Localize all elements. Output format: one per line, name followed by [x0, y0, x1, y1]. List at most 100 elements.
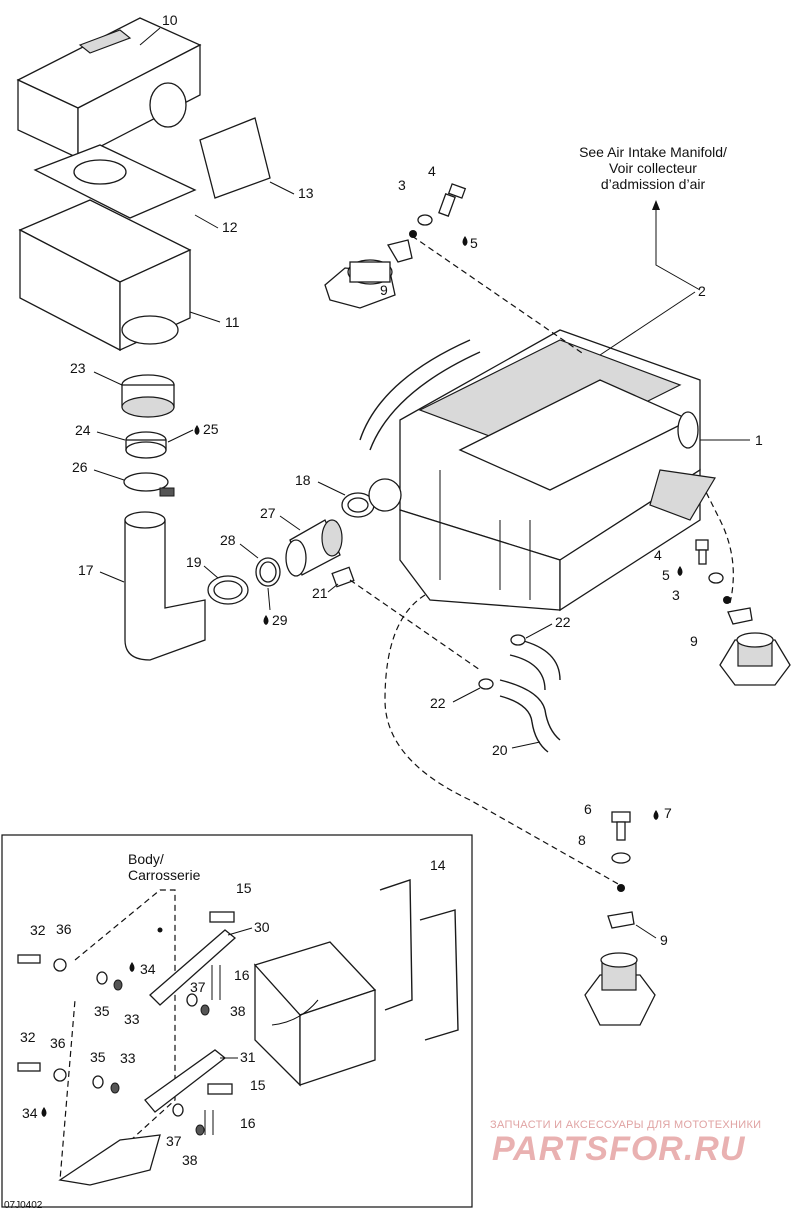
callout-34b: 34 [22, 1105, 38, 1121]
mount-clip-9a [386, 239, 413, 263]
screws-32 [17, 954, 41, 1072]
drop-icon-25 [194, 425, 200, 435]
inset-frame [1, 834, 473, 1208]
drawing-code: 07J0402 [4, 1200, 43, 1211]
studs-16b [204, 1110, 214, 1135]
intake-adapter [121, 374, 175, 418]
routing-line-upper [411, 235, 586, 356]
bracket-30 [149, 929, 237, 1006]
callout-24: 24 [75, 422, 91, 438]
callout-36b: 36 [50, 1035, 66, 1051]
air-silencer-flap [199, 117, 271, 199]
callout-15b: 15 [250, 1077, 266, 1093]
body-note: Body/ Carrosserie [128, 851, 201, 883]
engine-mount-front [584, 952, 656, 1026]
callout-23: 23 [70, 360, 86, 376]
callout-20: 20 [492, 742, 508, 758]
callout-36a: 36 [56, 921, 72, 937]
mount-bolt-4b [695, 539, 709, 565]
callout-19: 19 [186, 554, 202, 570]
engine-mount-upper [324, 259, 396, 309]
callout-25: 25 [203, 421, 219, 437]
hose-20 [499, 639, 561, 753]
callout-29: 29 [272, 612, 288, 628]
mount-clip-9c [607, 911, 635, 929]
intake-ring [125, 431, 167, 459]
plate-15b [207, 1083, 233, 1095]
callout-14: 14 [430, 857, 446, 873]
callout-5a: 5 [470, 235, 478, 251]
bracket-31 [144, 1049, 227, 1113]
callout-16b: 16 [240, 1115, 256, 1131]
callout-9b: 9 [690, 633, 698, 649]
callout-35a: 35 [94, 1003, 110, 1019]
callout-33a: 33 [124, 1011, 140, 1027]
callout-10: 10 [162, 12, 178, 28]
callout-35b: 35 [90, 1049, 106, 1065]
watermark-brand: PARTSFOR.RU [492, 1130, 746, 1168]
callout-labels: 1 2 3 3 4 4 5 5 6 7 8 9 9 9 10 11 12 13 … [20, 12, 763, 1168]
callout-31: 31 [240, 1049, 256, 1065]
callout-32b: 32 [20, 1029, 36, 1045]
mount-clip-9b [727, 607, 753, 625]
callout-4b: 4 [654, 547, 662, 563]
body-panel [58, 889, 176, 1186]
routing-line-rear [704, 489, 734, 604]
mount-washer-3a [417, 214, 433, 226]
callout-9a: 9 [380, 282, 388, 298]
callout-13: 13 [298, 185, 314, 201]
clamp-22b [478, 678, 494, 690]
callout-6: 6 [584, 801, 592, 817]
callout-37b: 37 [166, 1133, 182, 1149]
body-note-line-1: Body/ [128, 851, 164, 867]
air-intake-note-line-1: See Air Intake Manifold/ [579, 144, 727, 160]
body-note-line-2: Carrosserie [128, 867, 201, 883]
air-silencer-gasket [33, 144, 197, 219]
plate-15a [209, 911, 235, 923]
coupling-27 [285, 519, 343, 577]
intake-clamp [123, 472, 175, 497]
callout-15a: 15 [236, 880, 252, 896]
studs-16a [211, 965, 221, 1000]
callout-18: 18 [295, 472, 311, 488]
nuts-38 [195, 1004, 210, 1136]
intake-hose [124, 511, 206, 661]
callout-9c: 9 [660, 932, 668, 948]
air-intake-note: See Air Intake Manifold/ Voir collecteur… [579, 144, 727, 192]
routing-line-mount [384, 594, 621, 886]
mount-bolt-4a [438, 183, 467, 217]
callout-33b: 33 [120, 1050, 136, 1066]
strap-14b [419, 909, 459, 1041]
callout-3b: 3 [672, 587, 680, 603]
callout-30: 30 [254, 919, 270, 935]
callout-28: 28 [220, 532, 236, 548]
callout-4a: 4 [428, 163, 436, 179]
callout-22a: 22 [555, 614, 571, 630]
callout-16a: 16 [234, 967, 250, 983]
callout-8: 8 [578, 832, 586, 848]
watermark-tagline: ЗАПЧАСТИ И АКСЕССУАРЫ ДЛЯ МОТОТЕХНИКИ [490, 1119, 761, 1131]
reservoir [253, 941, 377, 1087]
callout-1: 1 [755, 432, 763, 448]
mount-dot-b [723, 596, 731, 604]
mount-washer-3b [708, 572, 724, 584]
mount-washer-8 [611, 852, 631, 864]
callout-21: 21 [312, 585, 328, 601]
engine-block [359, 329, 716, 612]
callout-12: 12 [222, 219, 238, 235]
washers-36 [53, 958, 67, 1082]
nuts-33 [110, 979, 123, 1094]
fitting-21 [331, 566, 355, 588]
routing-line-fitting [349, 579, 481, 671]
callout-11: 11 [225, 314, 240, 330]
air-intake-note-line-2: Voir collecteur [609, 160, 697, 176]
drop-icon-5a [462, 236, 468, 246]
callout-3a: 3 [398, 177, 406, 193]
clamp-22a [510, 634, 526, 646]
hose-clamp-19 [207, 575, 249, 605]
washers-35 [92, 971, 108, 1089]
callout-38b: 38 [182, 1152, 198, 1168]
air-silencer-base [18, 199, 192, 352]
